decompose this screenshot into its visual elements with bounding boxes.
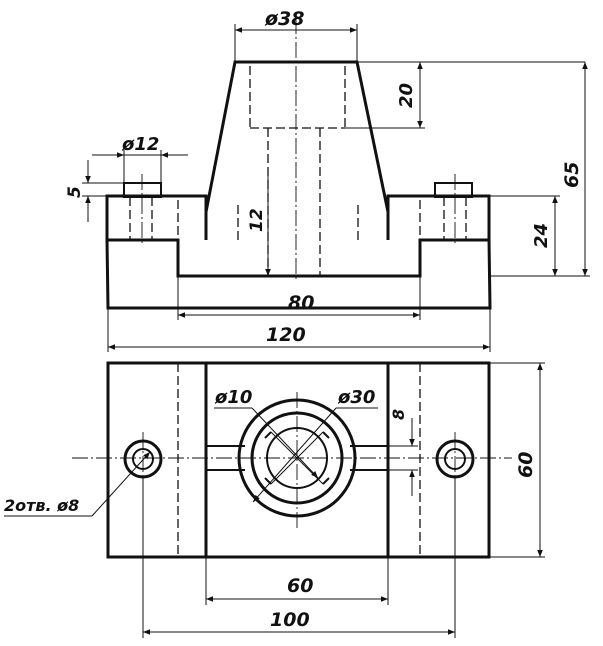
dim-height-24: 24	[531, 223, 552, 248]
dim-slot-8: 8	[389, 409, 408, 420]
front-view-boss-bottom	[204, 212, 390, 240]
front-view-dimensions: ø38 20 65 24 12 ø12 5 80	[65, 8, 590, 352]
top-view-outline	[106, 361, 491, 559]
dim-height-5: 5	[65, 186, 85, 198]
dim-width-120: 120	[266, 324, 306, 346]
dim-diameter-10: ø10	[214, 387, 252, 408]
right-boss	[434, 182, 473, 198]
dim-holes-label: 2отв. ø8	[4, 496, 79, 515]
front-view-outline	[105, 60, 492, 310]
left-boss	[123, 182, 162, 198]
dim-height-65: 65	[561, 162, 583, 188]
dim-width-100: 100	[270, 609, 310, 631]
dim-height-60: 60	[515, 452, 537, 478]
dim-diameter-12: ø12	[121, 134, 159, 155]
top-view-dimensions: ø10 ø30 8 60 60 100 2отв. ø8	[4, 362, 545, 638]
dim-diameter-30: ø30	[337, 387, 375, 408]
dim-height-20: 20	[396, 83, 417, 108]
dim-diameter-38: ø38	[264, 8, 305, 30]
front-view-base-recess	[108, 238, 489, 278]
top-view	[72, 361, 512, 559]
dim-width-60: 60	[287, 575, 313, 597]
dim-width-80: 80	[288, 292, 314, 314]
dim-height-12: 12	[247, 208, 267, 232]
